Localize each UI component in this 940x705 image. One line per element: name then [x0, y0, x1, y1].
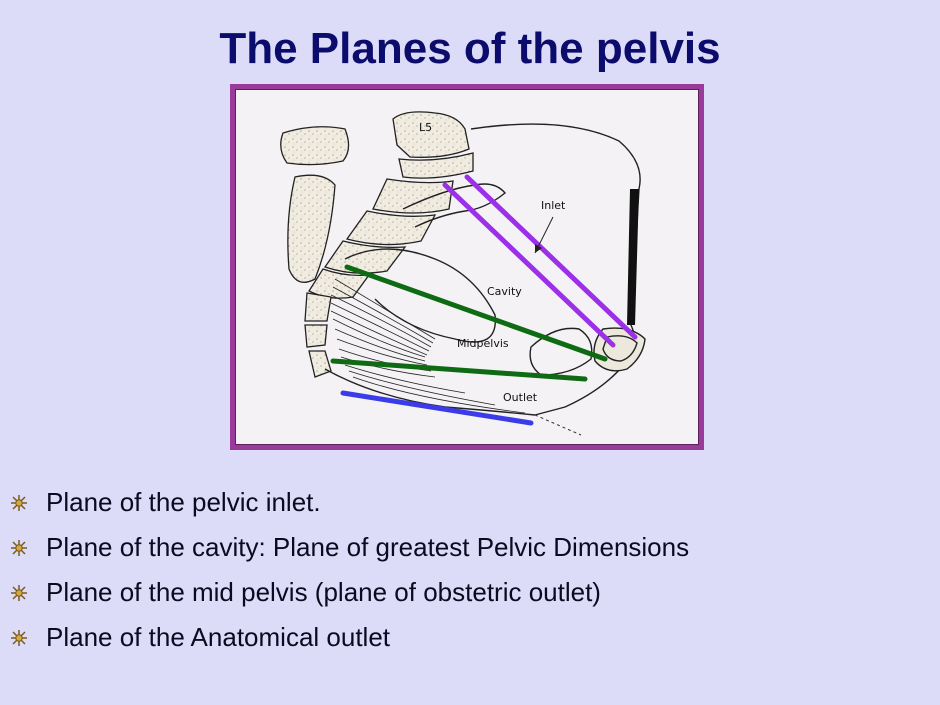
- left-spine-bone: [287, 174, 336, 283]
- bullet-item: Plane of the cavity: Plane of greatest P…: [10, 527, 689, 572]
- bullet-item: Plane of the Anatomical outlet: [10, 617, 689, 662]
- l5-vertebra: [392, 111, 470, 158]
- inlet-label: Inlet: [541, 199, 566, 212]
- cavity-label: Cavity: [487, 285, 522, 298]
- iliac-crest: [470, 123, 641, 416]
- plane-lines: [330, 174, 638, 426]
- outlet-label: Outlet: [503, 391, 538, 404]
- midpelvis-plane-line: [330, 358, 588, 382]
- pelvis-diagram: L5 Inlet Cavity Midpelvis Outlet: [280, 111, 646, 436]
- sacral-body-3: [345, 210, 437, 246]
- star-bullet-icon: [11, 540, 27, 556]
- star-bullet-icon: [11, 585, 27, 601]
- sacral-body-2: [372, 178, 454, 214]
- obturator-arc: [529, 327, 593, 376]
- slide-title: The Planes of the pelvis: [219, 24, 721, 73]
- bullet-item: Plane of the pelvic inlet.: [10, 482, 689, 527]
- sacral-body-4: [323, 240, 407, 274]
- pelvis-diagram-frame: L5 Inlet Cavity Midpelvis Outlet: [230, 84, 704, 450]
- l5-label: L5: [419, 121, 432, 134]
- star-bullet-icon: [11, 495, 27, 511]
- pubic-ramus-shadow: [627, 189, 639, 325]
- upper-left-bone: [280, 126, 350, 166]
- bullet-text: Plane of the cavity: Plane of greatest P…: [46, 532, 690, 562]
- coccyx-1: [304, 292, 332, 322]
- bullet-item: Plane of the mid pelvis (plane of obstet…: [10, 572, 689, 617]
- bullet-text: Plane of the Anatomical outlet: [46, 622, 391, 652]
- cavity-plane-line: [344, 264, 608, 362]
- inlet-pointer-arrowhead: [535, 244, 542, 253]
- ischial-curve: [344, 248, 496, 343]
- inlet-plane-line: [464, 174, 638, 340]
- bullet-text: Plane of the pelvic inlet.: [46, 487, 321, 517]
- outlet-plane-line: [340, 390, 534, 426]
- sacral-body-1: [398, 152, 474, 179]
- midpelvis-label: Midpelvis: [457, 337, 509, 350]
- pubic-inner: [602, 335, 638, 362]
- coccyx-3: [308, 350, 332, 378]
- coccyx-2: [304, 324, 328, 348]
- outlet-dotted-axis: [534, 414, 582, 436]
- bullet-text: Plane of the mid pelvis (plane of obstet…: [46, 577, 601, 607]
- star-bullet-icon: [11, 630, 27, 646]
- bullet-list: Plane of the pelvic inlet. Plane of the …: [10, 482, 689, 662]
- inlet-plane-line-2: [442, 182, 616, 348]
